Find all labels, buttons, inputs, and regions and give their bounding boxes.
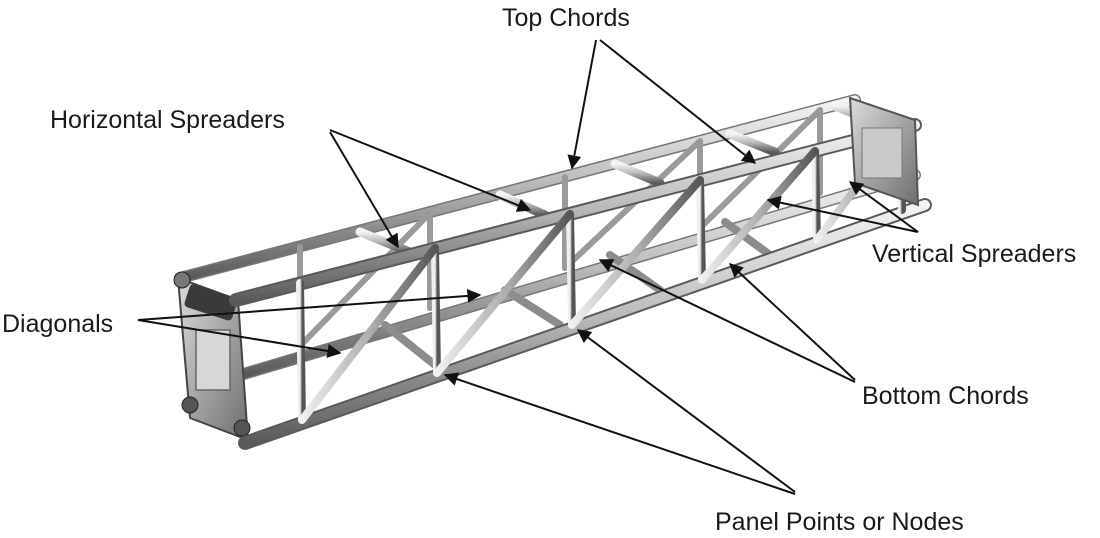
- right-end-plate: [848, 96, 920, 207]
- arrow-top-chords-1: [567, 39, 597, 170]
- label-panel-points: Panel Points or Nodes: [715, 508, 964, 536]
- label-vertical-spreaders: Vertical Spreaders: [872, 240, 1077, 268]
- arrow-bottom-1: [728, 263, 856, 381]
- arrow-horiz-2: [329, 129, 532, 212]
- arrow-vert-2: [848, 181, 919, 233]
- label-bottom-chords: Bottom Chords: [862, 382, 1029, 410]
- arrow-bottom-2: [598, 259, 856, 383]
- label-top-chords: Top Chords: [502, 4, 630, 32]
- arrow-panel-1: [576, 329, 796, 493]
- arrow-diag-1: [137, 288, 482, 321]
- arrow-panel-2: [443, 372, 796, 495]
- diagonals: [298, 125, 904, 424]
- truss-body: [173, 94, 932, 450]
- arrow-top-chords-2: [599, 39, 757, 164]
- label-horizontal-spreaders: Horizontal Spreaders: [50, 106, 285, 134]
- front-chords: [229, 118, 932, 450]
- arrow-vert-1: [766, 195, 919, 233]
- arrow-diag-2: [137, 319, 342, 358]
- label-diagonals: Diagonals: [2, 310, 114, 338]
- arrow-horiz-1: [329, 131, 399, 249]
- end-frame: [173, 271, 251, 441]
- annotation-arrows: [137, 39, 919, 495]
